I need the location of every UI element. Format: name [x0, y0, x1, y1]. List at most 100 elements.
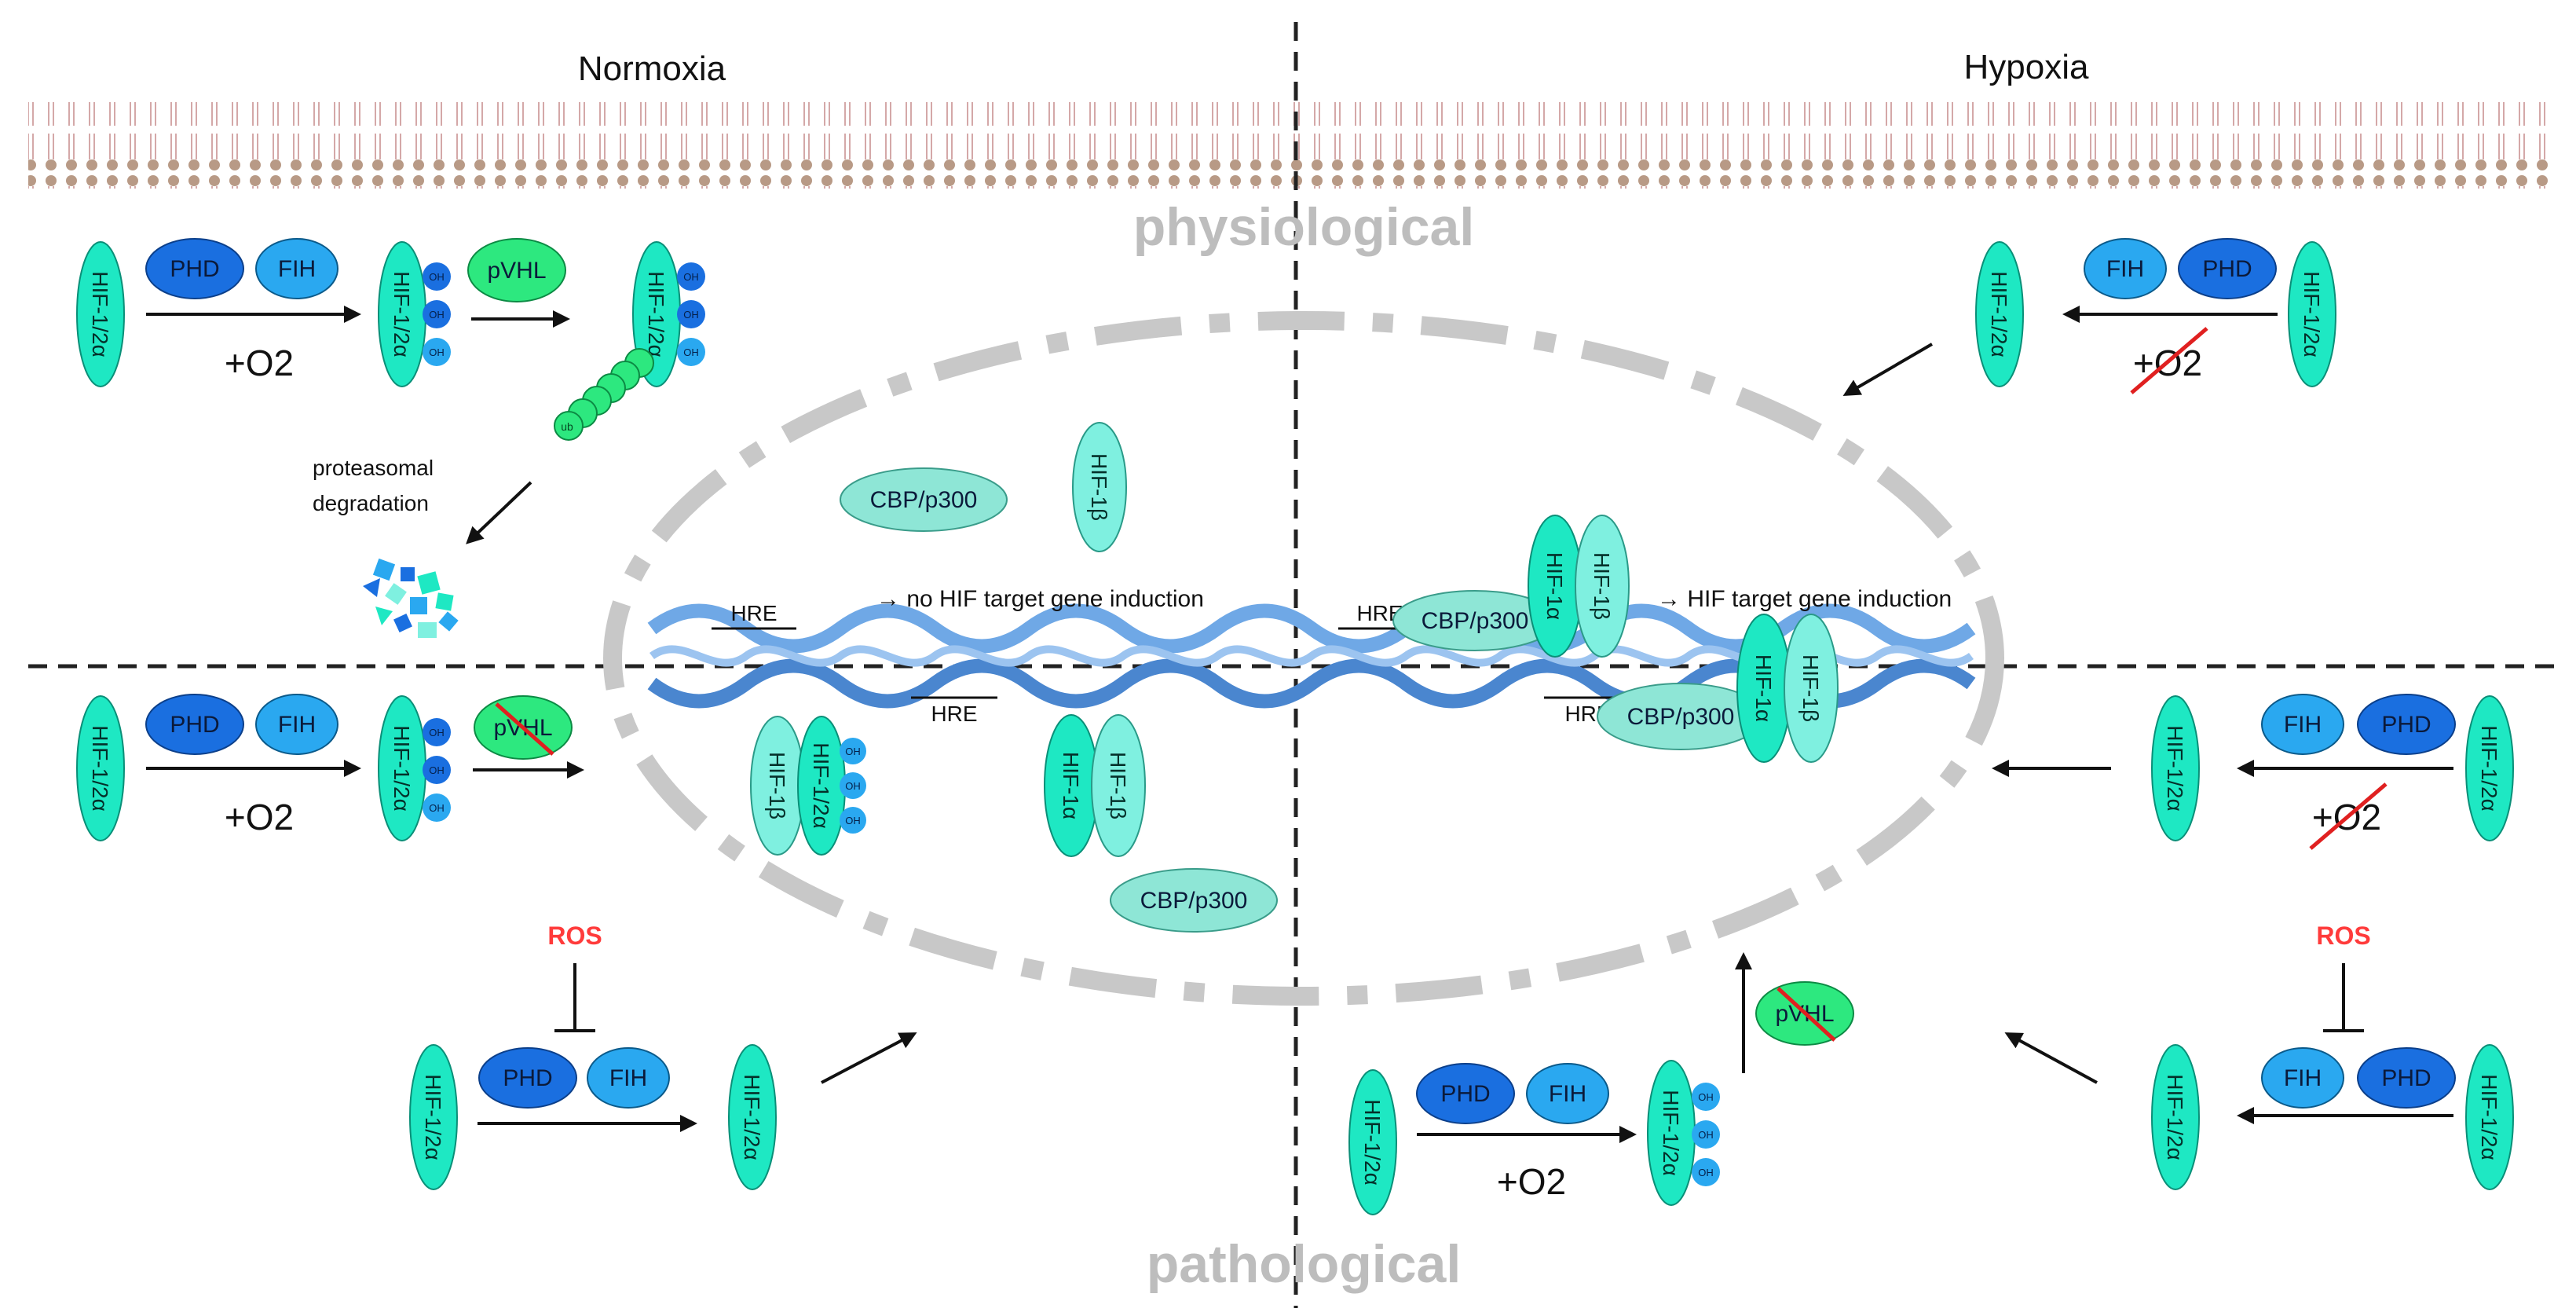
hypoxia-pathological-pathway: HIF-1/2α FIH PHD +O2 HIF-1/2α	[1992, 694, 2514, 850]
cbp-p300	[840, 467, 1008, 532]
fih-enzyme	[2261, 694, 2344, 755]
fih-label: FIH	[2284, 1065, 2322, 1091]
oh-group	[840, 807, 866, 834]
pvhl-protein	[467, 238, 566, 302]
normoxia-physiological-pathway: HIF-1/2α PHD FIH +O2 HIF-1/2α OH OH OH p…	[76, 238, 705, 638]
fih-enzyme	[1526, 1063, 1609, 1124]
oh-group	[677, 300, 705, 328]
oh-group	[423, 793, 451, 822]
phd-enzyme	[2178, 238, 2277, 299]
oh-group	[423, 262, 451, 291]
hif-1b-label: HIF-1β	[1087, 453, 1111, 521]
pvhl-strike	[495, 702, 554, 756]
hif-1b-node	[1072, 422, 1127, 552]
hif-1a-label: HIF-1α	[1059, 752, 1083, 819]
cbp-p300-label: CBP/p300	[1627, 704, 1735, 730]
oh-group	[677, 262, 705, 291]
hif-12a-label: HIF-1/2α	[2163, 725, 2187, 812]
fih-label: FIH	[609, 1065, 647, 1091]
oh-label: OH	[1698, 1091, 1714, 1103]
nuclear-entry-arrow	[821, 1032, 917, 1084]
nucleus-contents: CBP/p300 HIF-1β HRE → no HIF target gene…	[712, 422, 1952, 933]
oh-label: OH	[429, 309, 445, 321]
hif-12a-node	[2151, 695, 2200, 841]
hif-1b-label: HIF-1β	[1590, 552, 1614, 620]
hif-1b-label: HIF-1β	[1106, 752, 1130, 819]
cell-membrane	[28, 102, 2557, 189]
oh-label: OH	[429, 727, 445, 738]
nuclear-entry-arrow	[2004, 1032, 2098, 1084]
oh-label: OH	[845, 815, 861, 826]
hif-12a-label: HIF-1/2α	[390, 271, 414, 357]
fih-enzyme	[2084, 238, 2167, 299]
oh-label: OH	[1698, 1129, 1714, 1141]
pathological-label: pathological	[1147, 1234, 1461, 1294]
nucleus-boundary	[603, 311, 2004, 1006]
phd-label: PHD	[2381, 712, 2431, 738]
normoxia-pvhl-loss-pathway: HIF-1/2α PHD FIH +O2 HIF-1/2α OH OH OH p…	[76, 694, 584, 841]
o2-label: +O2	[225, 343, 294, 383]
cbp-p300-label: CBP/p300	[1422, 608, 1529, 634]
normoxia-ros-pathway: ROS HIF-1/2α PHD FIH HIF-1/2α	[409, 922, 917, 1190]
hif-12a-node	[409, 1044, 458, 1190]
phd-enzyme	[2357, 694, 2456, 755]
fih-label: FIH	[2284, 712, 2322, 738]
oh-group	[423, 338, 451, 366]
hif-1a-label: HIF-1α	[1542, 552, 1567, 620]
hif-1b-label: HIF-1β	[1798, 654, 1823, 722]
oh-group	[677, 338, 705, 366]
oh-label: OH	[683, 271, 699, 283]
hif-12a-label: HIF-1/2α	[2477, 1074, 2501, 1160]
hif-12a-node	[1348, 1069, 1397, 1215]
pvhl-label: pVHL	[487, 258, 546, 284]
o2-label: +O2	[1497, 1161, 1566, 1202]
oh-group	[840, 738, 866, 764]
oh-group	[423, 300, 451, 328]
hif-12a-node	[728, 1044, 777, 1190]
fih-enzyme	[587, 1047, 670, 1109]
phd-enzyme	[145, 694, 244, 755]
phd-label: PHD	[1440, 1081, 1490, 1107]
phd-label: PHD	[170, 256, 219, 282]
o2-label: +O2	[225, 797, 294, 837]
cbp-p300-label: CBP/p300	[1140, 888, 1248, 914]
oh-group	[423, 718, 451, 746]
hif-12a-label: HIF-1/2α	[1360, 1099, 1385, 1186]
hif-12a-node	[2288, 241, 2336, 387]
hif-12a-label: HIF-1/2α	[1659, 1090, 1683, 1176]
oh-group	[840, 772, 866, 799]
oh-label: OH	[845, 780, 861, 792]
fih-enzyme	[255, 694, 338, 755]
hypoxia-title: Hypoxia	[1964, 48, 2089, 86]
oh-group	[1692, 1120, 1720, 1149]
phd-enzyme	[145, 238, 244, 299]
hif-1b-node	[1091, 714, 1146, 857]
hif-1b-label: HIF-1β	[765, 752, 789, 819]
hif-12a-label: HIF-1/2α	[809, 742, 833, 829]
oh-label: OH	[429, 271, 445, 283]
oh-label: OH	[845, 746, 861, 757]
hif-12a-node	[1975, 241, 2024, 387]
hif-12a-label: HIF-1/2α	[88, 725, 112, 812]
hif-12a-label: HIF-1/2α	[644, 271, 668, 357]
hre-label: HRE	[931, 702, 977, 726]
nuclear-entry-arrow	[1842, 343, 1934, 397]
ubiquitin-chain: ub	[554, 348, 654, 441]
o2-strike	[2309, 782, 2388, 850]
physiological-label: physiological	[1133, 197, 1475, 257]
ros-label: ROS	[2316, 922, 2370, 950]
hif-1a-label: HIF-1α	[1751, 654, 1776, 722]
oh-label: OH	[1698, 1167, 1714, 1178]
degradation-arrow	[466, 481, 532, 544]
hif-12a-label: HIF-1/2α	[1987, 271, 2011, 357]
oh-label: OH	[429, 802, 445, 814]
proteasomal-label: proteasomal	[313, 456, 434, 480]
ros-label: ROS	[547, 922, 602, 950]
oh-label: OH	[429, 764, 445, 776]
cbp-p300-label: CBP/p300	[870, 487, 978, 513]
phd-label: PHD	[2202, 256, 2252, 282]
o2-strike	[2130, 327, 2208, 394]
phd-enzyme	[1416, 1063, 1515, 1124]
phd-enzyme	[2357, 1047, 2456, 1109]
fih-label: FIH	[278, 256, 316, 282]
